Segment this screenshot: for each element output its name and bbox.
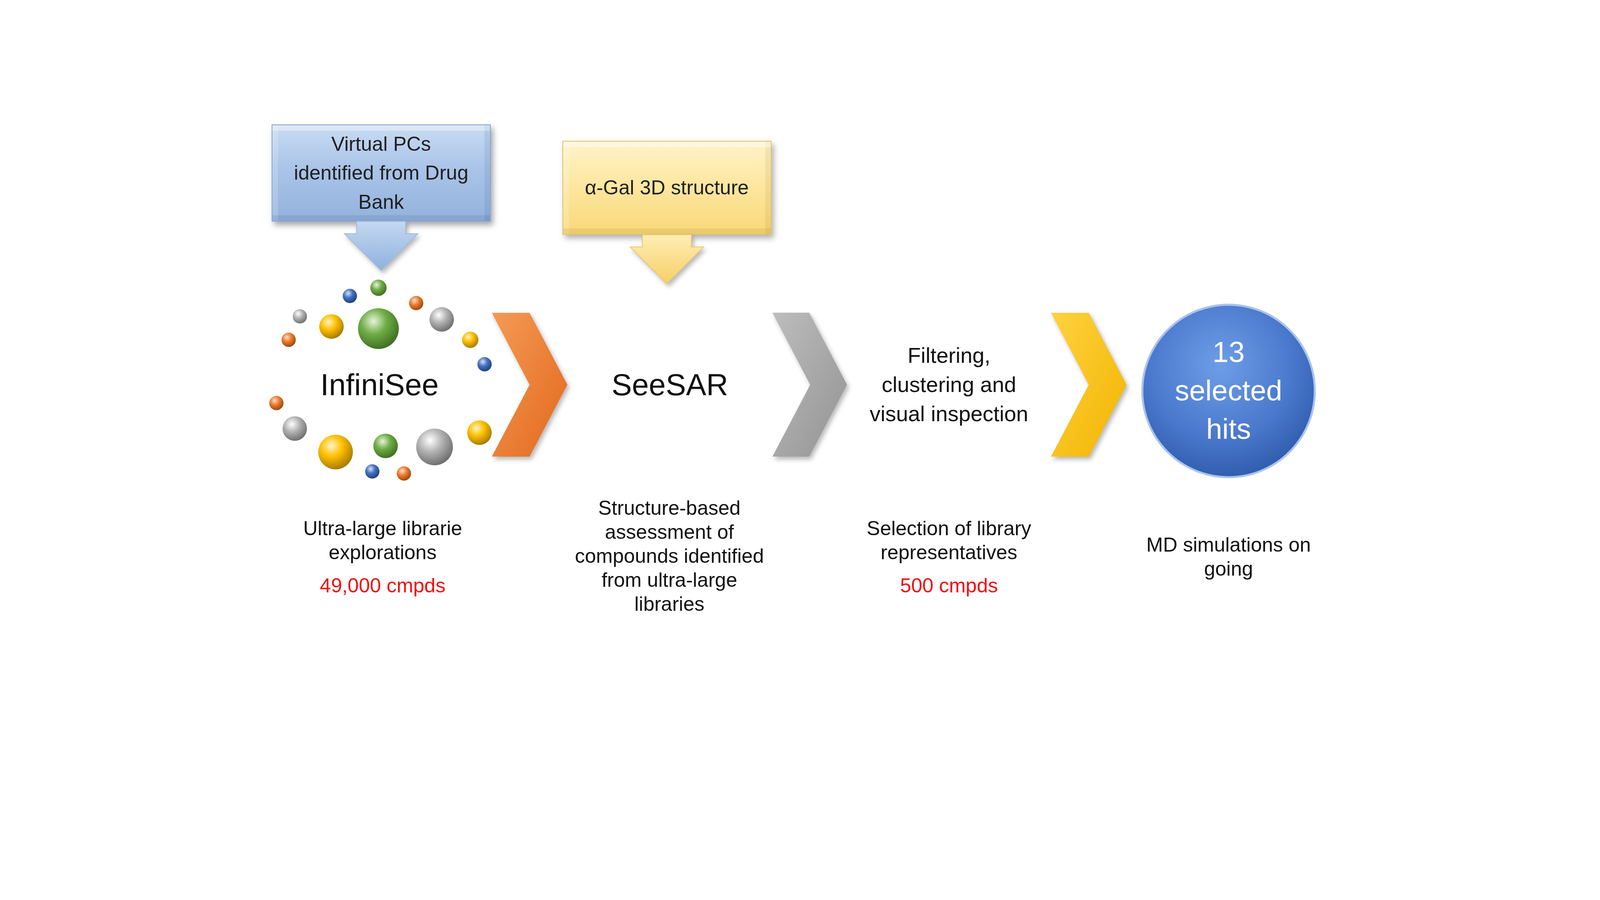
molecule-sphere — [477, 357, 492, 372]
molecule-sphere — [396, 466, 412, 481]
molecule-sphere — [416, 428, 454, 466]
node-label: InfiniSee — [320, 366, 439, 403]
tool-step: SeeSAR — [567, 283, 773, 486]
node-label: 13 selected hits — [1167, 333, 1290, 448]
molecule-sphere — [282, 416, 308, 441]
input-arrow — [630, 234, 704, 284]
compound-count: 500 cmpds — [860, 573, 1037, 598]
molecule-sphere — [467, 420, 492, 445]
molecule-sphere — [269, 396, 284, 411]
molecule-sphere — [281, 332, 296, 348]
process-step: Filtering, clustering and visual inspect… — [846, 292, 1051, 477]
molecule-sphere — [409, 296, 424, 311]
molecule-sphere — [370, 279, 387, 296]
molecule-sphere — [358, 308, 399, 349]
library-bubble-ring: InfiniSee — [267, 270, 492, 499]
chevron-arrow — [492, 312, 568, 457]
molecule-sphere — [462, 331, 479, 348]
node-label: Virtual PCs identified from Drug Bank — [290, 129, 472, 217]
molecule-sphere — [373, 433, 398, 458]
result-circle: 13 selected hits — [1140, 303, 1317, 479]
molecule-sphere — [319, 314, 344, 339]
structure-box: α-Gal 3D structure — [562, 140, 772, 235]
step-caption: Selection of library representatives — [860, 516, 1037, 565]
molecule-sphere — [342, 288, 358, 304]
compound-count: 49,000 cmpds — [294, 573, 471, 598]
input-arrow — [344, 221, 418, 271]
node-label: α-Gal 3D structure — [584, 173, 749, 203]
step-caption: Structure-based assessment of compounds … — [570, 496, 769, 616]
molecule-sphere — [365, 464, 380, 479]
molecule-sphere — [292, 309, 308, 324]
molecule-sphere — [318, 434, 354, 470]
node-label: Filtering, clustering and visual inspect… — [862, 340, 1035, 429]
chevron-arrow — [772, 312, 847, 457]
step-caption: Ultra-large librarie explorations — [294, 516, 471, 565]
node-label: SeeSAR — [611, 366, 729, 403]
molecule-sphere — [429, 307, 454, 332]
source-box: Virtual PCs identified from Drug Bank — [271, 124, 491, 222]
circle-fill — [1142, 304, 1315, 477]
chevron-arrow — [1051, 312, 1127, 457]
step-caption: MD simulations on going — [1140, 532, 1317, 581]
